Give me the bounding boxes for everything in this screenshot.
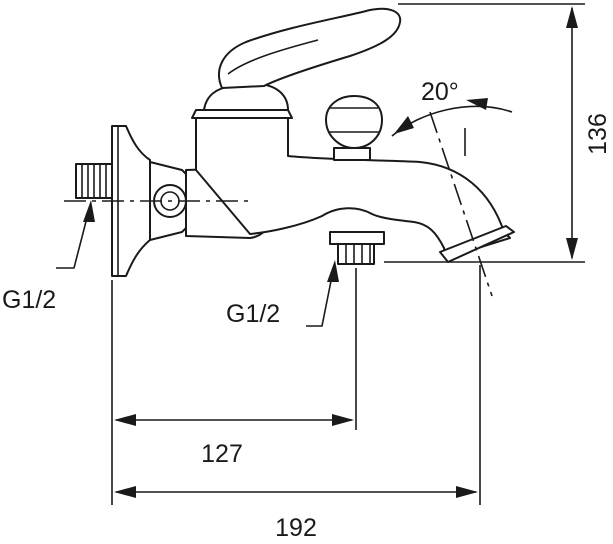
diverter-knob	[325, 95, 383, 161]
height-label: 136	[584, 113, 612, 155]
thread-leaders	[56, 200, 339, 327]
faucet-body	[75, 7, 515, 277]
total-length-label: 192	[275, 514, 317, 542]
spout-tip	[439, 225, 515, 263]
wall-thread-pipe	[75, 163, 115, 199]
dimension-lines	[111, 3, 585, 505]
spout	[195, 117, 511, 259]
wall-thread-label: G1/2	[2, 286, 56, 314]
handle-lever	[218, 7, 402, 89]
center-lines	[64, 111, 493, 297]
inner-length-label: 127	[201, 440, 243, 468]
handle-base-ring	[191, 109, 293, 119]
outlet-thread-label: G1/2	[226, 300, 280, 328]
outlet-thread	[329, 231, 385, 265]
spout-angle-label: 20°	[421, 78, 459, 106]
